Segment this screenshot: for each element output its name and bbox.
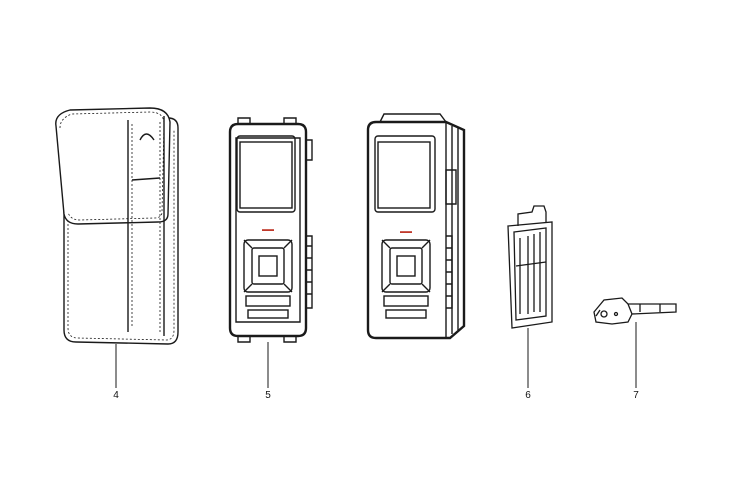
end-piece-icon — [593, 297, 677, 325]
callout-7: 7 — [633, 390, 639, 401]
leader-lines — [115, 322, 637, 388]
holster-pouch-icon — [55, 107, 179, 345]
battery-cover-icon — [507, 205, 553, 329]
laser-meter-angled-icon: ▬▬ — [366, 113, 466, 340]
svg-text:▬▬: ▬▬ — [262, 227, 274, 233]
callout-5: 5 — [265, 390, 271, 401]
callout-6: 6 — [525, 390, 531, 401]
callout-4: 4 — [113, 390, 119, 401]
laser-meter-front-icon: ▬▬ — [228, 117, 313, 343]
svg-text:▬▬: ▬▬ — [400, 229, 412, 235]
